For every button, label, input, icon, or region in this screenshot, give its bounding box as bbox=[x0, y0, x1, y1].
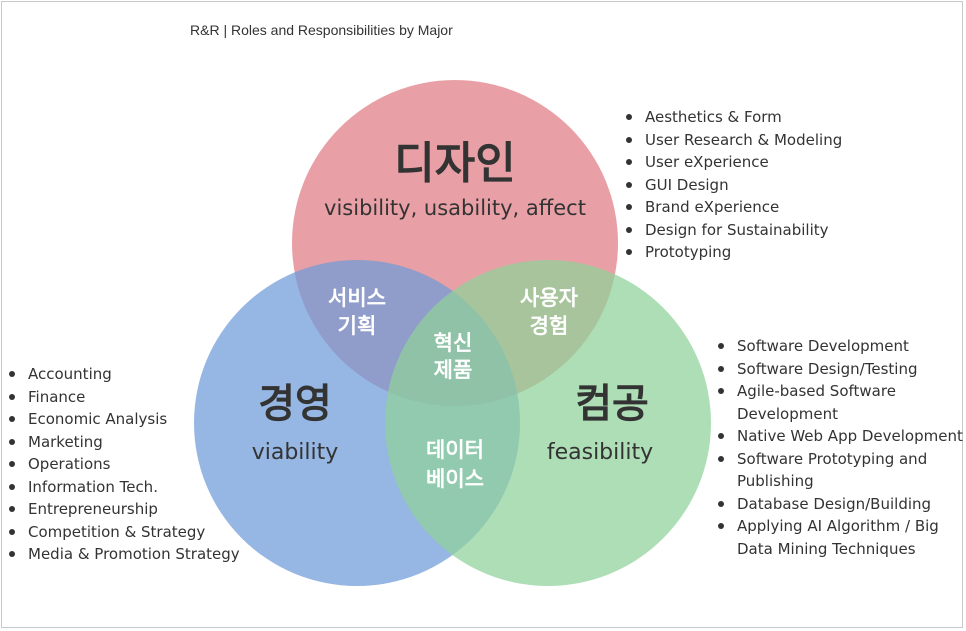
list-item: Competition & Strategy bbox=[6, 521, 240, 544]
list-item: Database Design/Building bbox=[715, 493, 965, 516]
overlap-design-business-line1: 서비스 bbox=[328, 286, 386, 310]
list-item: Information Tech. bbox=[6, 476, 240, 499]
list-item: User eXperience bbox=[623, 151, 842, 174]
list-item: Brand eXperience bbox=[623, 196, 842, 219]
list-item: User Research & Modeling bbox=[623, 129, 842, 152]
list-item: Applying AI Algorithm / Big Data Mining … bbox=[715, 515, 965, 560]
list-item: Software Prototyping and Publishing bbox=[715, 448, 965, 493]
business-responsibility-list: Accounting Finance Economic Analysis Mar… bbox=[6, 363, 240, 566]
list-item: Finance bbox=[6, 386, 240, 409]
overlap-business-cs-line2: 베이스 bbox=[426, 467, 484, 491]
design-circle-name: 디자인 bbox=[394, 138, 515, 189]
business-circle-name: 경영 bbox=[258, 381, 332, 427]
list-item: Design for Sustainability bbox=[623, 219, 842, 242]
overlap-design-cs-line1: 사용자 bbox=[520, 286, 579, 310]
list-item: Operations bbox=[6, 453, 240, 476]
overlap-center-line2: 제품 bbox=[434, 358, 473, 382]
list-item: Media & Promotion Strategy bbox=[6, 543, 240, 566]
list-item: GUI Design bbox=[623, 174, 842, 197]
overlap-design-business-line2: 기획 bbox=[338, 314, 377, 338]
page-title: R&R | Roles and Responsibilities by Majo… bbox=[190, 22, 453, 38]
overlap-business-cs-line1: 데이터 bbox=[426, 438, 484, 462]
overlap-design-cs-line2: 경험 bbox=[530, 314, 569, 338]
list-item: Entrepreneurship bbox=[6, 498, 240, 521]
list-item: Accounting bbox=[6, 363, 240, 386]
design-responsibility-list: Aesthetics & Form User Research & Modeli… bbox=[623, 106, 842, 264]
list-item: Aesthetics & Form bbox=[623, 106, 842, 129]
cs-circle bbox=[385, 260, 711, 586]
list-item: Economic Analysis bbox=[6, 408, 240, 431]
list-item: Marketing bbox=[6, 431, 240, 454]
list-item: Agile-based Software Development bbox=[715, 380, 965, 425]
cs-circle-subtitle: feasibility bbox=[547, 440, 653, 465]
design-circle-subtitle: visibility, usability, affect bbox=[324, 196, 586, 220]
list-item: Native Web App Development bbox=[715, 425, 965, 448]
list-item: Software Design/Testing bbox=[715, 358, 965, 381]
cs-responsibility-list: Software Development Software Design/Tes… bbox=[715, 335, 965, 560]
cs-circle-name: 컴공 bbox=[575, 381, 649, 427]
overlap-center-line1: 혁신 bbox=[434, 331, 473, 355]
list-item: Software Development bbox=[715, 335, 965, 358]
business-circle-subtitle: viability bbox=[252, 440, 339, 465]
list-item: Prototyping bbox=[623, 241, 842, 264]
